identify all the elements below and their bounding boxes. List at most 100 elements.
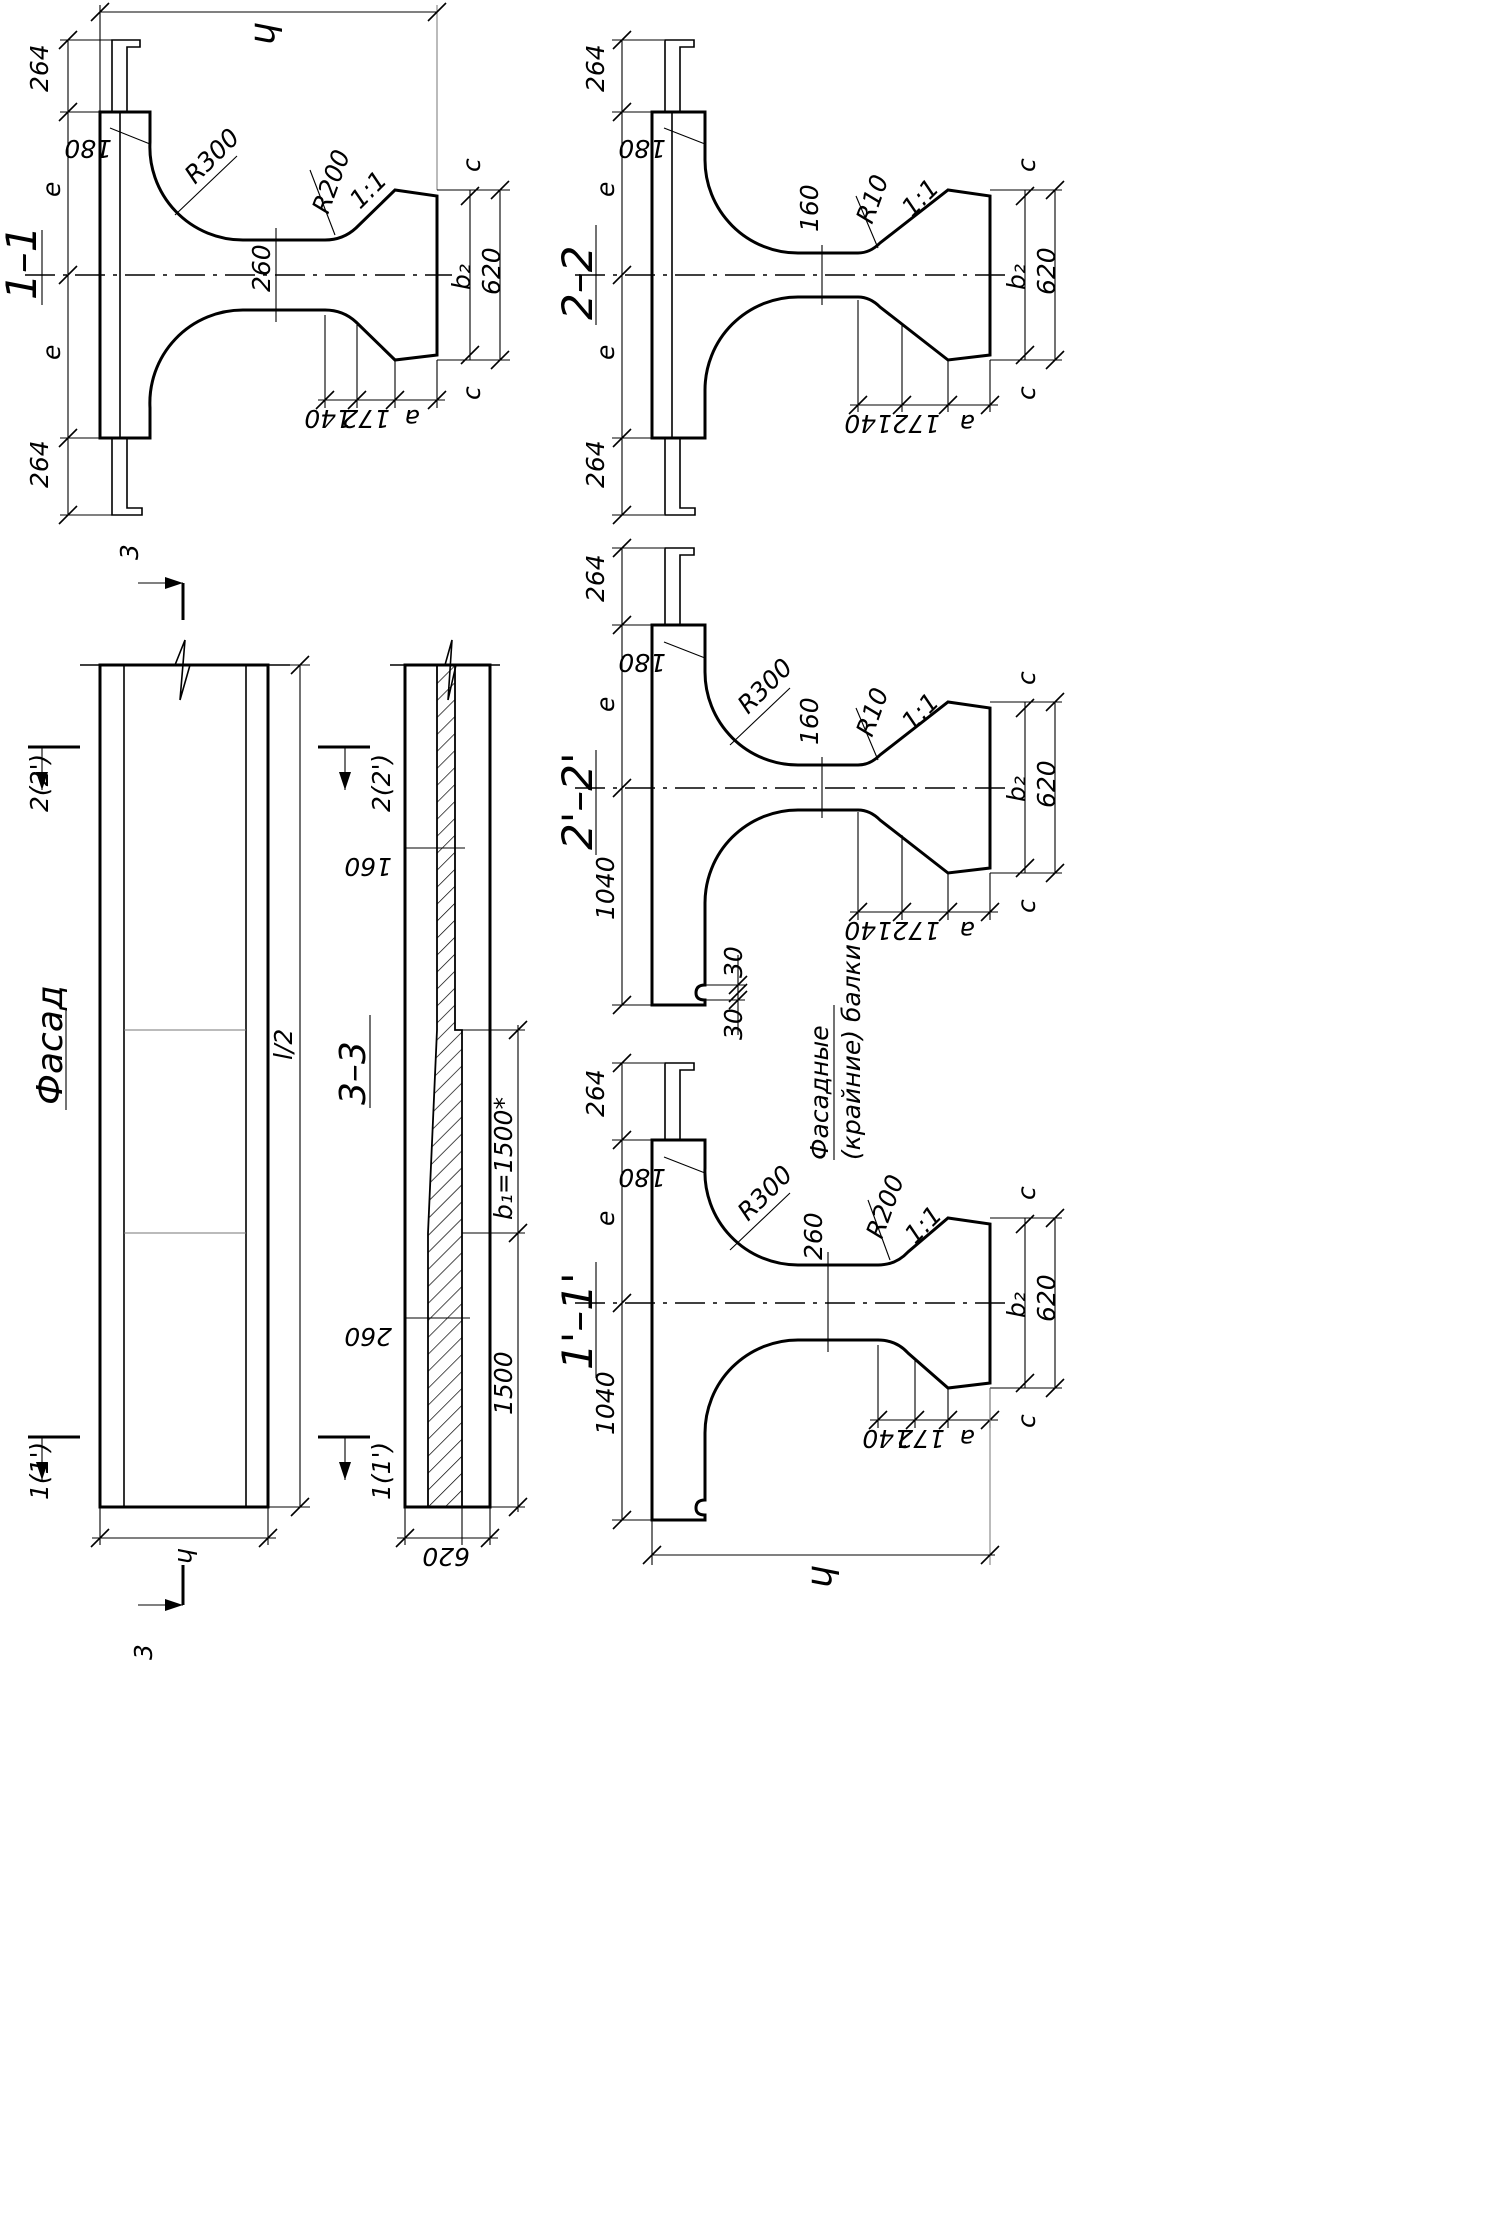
cut-3-top: 3 — [115, 544, 144, 560]
radius-r300: R300 — [732, 653, 799, 720]
dim-web-160: 160 — [795, 697, 824, 745]
section-2-2: 264 264 e e 2–2 180 160 R10 1:1 c c b₂ 6… — [553, 30, 1065, 525]
dim-e-top: e — [591, 182, 620, 197]
dim-h-label: h — [803, 1565, 844, 1588]
dim-140: 140 — [844, 409, 892, 438]
dim-264-top: 264 — [581, 554, 610, 602]
section-title-2-2: 2–2 — [553, 246, 602, 320]
dim-c-bot: c — [1012, 1414, 1041, 1428]
facade-beams-note: Фасадные (крайние) балки — [805, 944, 866, 1160]
cut-2-left: 2(2') — [25, 754, 54, 812]
beam-section-outline — [98, 110, 439, 440]
dim-1040: 1040 — [591, 1371, 620, 1435]
cut-1-right: 1(1') — [367, 1442, 396, 1500]
dim-web-160: 160 — [344, 852, 392, 881]
dim-web-260: 260 — [247, 244, 276, 292]
dim-264-top: 264 — [581, 44, 610, 92]
dim-c-bot: c — [1012, 386, 1041, 400]
radius-r10: R10 — [850, 684, 894, 740]
cut-1-left: 1(1') — [25, 1442, 54, 1500]
beam-section-outline — [650, 110, 992, 440]
section-1p-1p: 264 e 1040 1'–1' 180 R300 260 R200 1:1 c… — [553, 1053, 1065, 1588]
dim-620: 620 — [477, 247, 506, 295]
dim-30-a: 30 — [719, 946, 748, 978]
dim-c-top: c — [1012, 158, 1041, 172]
dim-1500: 1500 — [489, 1351, 518, 1415]
dim-172: 172 — [892, 916, 940, 945]
dim-web-260: 260 — [799, 1212, 828, 1260]
rebar-loop-top — [111, 39, 141, 112]
dim-620: 620 — [422, 1542, 470, 1571]
dim-140: 140 — [304, 404, 352, 433]
dim-e-bot: e — [37, 345, 66, 360]
dim-b1: b₁=1500* — [489, 1097, 518, 1220]
beam-section-outline — [650, 1138, 992, 1522]
break-line — [390, 639, 500, 701]
dim-c-top: c — [1012, 1186, 1041, 1200]
dim-1040: 1040 — [591, 856, 620, 920]
dim-h-label: h — [246, 22, 287, 45]
radius-r10: R10 — [850, 171, 894, 227]
dim-web-260: 260 — [344, 1322, 392, 1351]
dim-180: 180 — [618, 134, 666, 163]
slope-1-1: 1:1 — [344, 165, 393, 214]
dim-30-b: 30 — [719, 1008, 748, 1040]
dim-b2: b₂ — [1002, 776, 1031, 802]
dim-140: 140 — [844, 916, 892, 945]
cut-3-bot: 3 — [129, 1644, 158, 1660]
dim-c-top: c — [1012, 671, 1041, 685]
section-33-title: 3–3 — [333, 1041, 374, 1105]
section-title-1p-1p: 1'–1' — [553, 1272, 602, 1370]
dim-a: a — [405, 404, 420, 433]
beam-facade-outline — [98, 663, 270, 1509]
facade-title: Фасад — [30, 985, 71, 1105]
dim-e-top: e — [591, 1211, 620, 1226]
dim-180: 180 — [618, 648, 666, 677]
slope-1-1: 1:1 — [896, 687, 945, 736]
facade-view: Фасад l/2 h 3 3 2(2') 1(1') — [25, 544, 310, 1660]
dim-e-top: e — [37, 182, 66, 197]
dim-c-top: c — [457, 158, 486, 172]
dim-172: 172 — [892, 409, 940, 438]
dim-e-bot: e — [591, 345, 620, 360]
dim-620: 620 — [1032, 760, 1061, 808]
dim-172: 172 — [342, 404, 390, 433]
dim-c-bot: c — [1012, 899, 1041, 913]
dim-b2: b₂ — [1002, 1292, 1031, 1318]
section-3-3: 3–3 160 260 b₁=1500* 1500 620 2(2') 1(1'… — [318, 639, 528, 1571]
note-line-2: (крайние) балки — [837, 944, 866, 1160]
rebar-loop-bot — [111, 438, 143, 516]
dim-180: 180 — [618, 1163, 666, 1192]
dim-264-top: 264 — [581, 1069, 610, 1117]
section-title-1-1: 1–1 — [0, 226, 46, 300]
dim-web-160: 160 — [795, 184, 824, 232]
dim-e-top: e — [591, 697, 620, 712]
dim-172: 172 — [897, 1424, 945, 1453]
dim-620: 620 — [1032, 247, 1061, 295]
dim-264-top: 264 — [25, 44, 54, 92]
section-1-1: h 264 264 e e 1–1 180 R300 R200 1:1 260 — [0, 2, 510, 525]
beam-section-outline — [650, 623, 992, 1007]
hatched-web — [427, 664, 463, 1508]
dim-140: 140 — [862, 1424, 910, 1453]
section-title-2p-2p: 2'–2' — [553, 752, 602, 850]
dim-264-bot: 264 — [25, 440, 54, 488]
section-2p-2p: 264 e 1040 2'–2' 180 R300 160 R10 1:1 c … — [553, 538, 1065, 1040]
slope-1-1: 1:1 — [899, 1200, 948, 1249]
dim-c-bot: c — [457, 386, 486, 400]
dim-h: h — [172, 1548, 201, 1564]
dim-a: a — [960, 1424, 975, 1453]
cut-2-right: 2(2') — [367, 754, 396, 812]
break-line — [80, 639, 290, 701]
note-line-1: Фасадные — [805, 1025, 834, 1160]
dim-264-bot: 264 — [581, 440, 610, 488]
slope-1-1: 1:1 — [896, 173, 945, 222]
dim-l-half: l/2 — [269, 1029, 298, 1060]
dim-b2: b₂ — [447, 264, 476, 290]
dim-b2: b₂ — [1002, 264, 1031, 290]
dim-a: a — [960, 916, 975, 945]
dim-620: 620 — [1032, 1274, 1061, 1322]
dim-180: 180 — [64, 134, 112, 163]
dim-a: a — [960, 409, 975, 438]
